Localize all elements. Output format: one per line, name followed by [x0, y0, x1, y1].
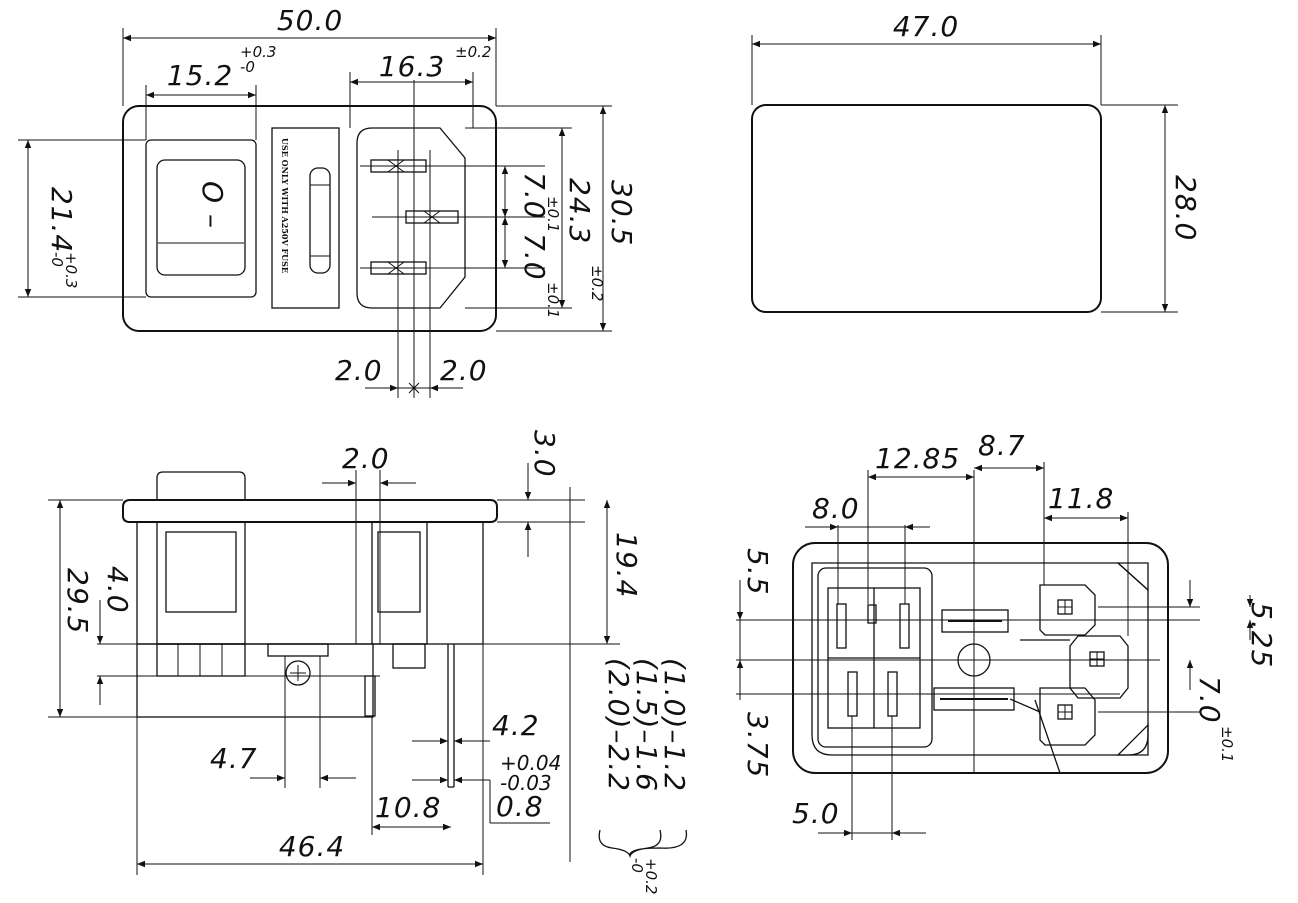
inlet-terminal-earth	[1069, 635, 1129, 699]
fuse-label: USE ONLY WITH A250V FUSE	[280, 138, 290, 273]
tol-inlet: ±0.2	[455, 43, 491, 61]
dim-rear-b: 8.7	[978, 429, 1026, 462]
front-view: O – USE ONLY WITH A250V FUSE 50.0 15.2 +…	[18, 4, 638, 398]
dim-rear-a: 12.85	[875, 442, 960, 475]
screw-tab	[267, 643, 329, 657]
side-view: 2.0 3.0 19.4 29.5 4.0 4.7 4.2 +0.04 -0.0…	[48, 430, 691, 894]
dim-terminal-offset: 10.8	[375, 791, 441, 824]
dim-clip-height: 4.0	[101, 566, 134, 614]
dim-inlet-height: 24.3	[563, 178, 596, 244]
dim-rear-i: 5.0	[792, 797, 840, 830]
dim-pin-spacing-upper: 7.0	[518, 172, 551, 220]
dim-pin-spacing-lower: 7.0	[518, 233, 551, 281]
tol-minus: -0	[240, 58, 255, 76]
switch-pin	[836, 603, 847, 649]
screw-icon	[285, 660, 311, 686]
dim-tab-width: 4.7	[210, 742, 258, 775]
rear-view: 12.85 8.7 8.0 11.8 5.5 3.75 5.25 7.0 ±0.…	[736, 429, 1278, 840]
panel-range-1: (1.0)–1.2	[658, 658, 691, 792]
tol-minus: -0	[48, 252, 66, 267]
dim-overall-height: 30.5	[605, 180, 638, 246]
inlet-terminal-top	[1039, 584, 1096, 636]
dim-switch-width: 15.2	[167, 59, 233, 92]
dim-pin-offset-right: 2.0	[440, 354, 488, 387]
panel-cutout-outline	[751, 104, 1102, 313]
switch-bezel	[145, 139, 257, 298]
dim-rear-c: 8.0	[812, 492, 860, 525]
inlet-terminal-bottom	[1039, 687, 1096, 746]
side-lower-body	[136, 643, 374, 718]
rear-corner	[1116, 562, 1149, 592]
dim-terminal-width: 4.2	[492, 709, 540, 742]
brace-icon	[598, 829, 688, 859]
panel-range-2: (1.5)–1.6	[630, 658, 663, 792]
rear-outline	[792, 542, 1169, 774]
dim-pin-offset-left: 2.0	[335, 354, 383, 387]
terminal-block	[392, 643, 426, 669]
tol-plus: +0.3	[240, 43, 276, 61]
switch-body	[156, 521, 246, 645]
tol-panel-minus: -0	[628, 858, 646, 873]
switch-pin-center	[867, 604, 877, 624]
rocker-switch	[156, 159, 246, 276]
dim-cutout-height: 28.0	[1169, 175, 1202, 241]
front-flange-outline	[122, 105, 497, 332]
dim-rear-g: 7.0	[1193, 676, 1226, 724]
dim-rear-d: 11.8	[1048, 482, 1114, 515]
dim-rear-h: 3.75	[741, 712, 774, 778]
switch-pin	[899, 603, 910, 649]
dim-rear-f: 5.25	[1245, 602, 1278, 668]
tol-terminal-plus: +0.04	[500, 751, 561, 775]
dim-terminal-thickness: 0.8	[496, 790, 544, 823]
rear-corner-lower	[1116, 723, 1149, 756]
panel-range-3: (2.0)–2.2	[602, 658, 635, 792]
dim-inlet-width: 16.3	[379, 50, 445, 83]
dim-rear-e: 5.5	[741, 548, 774, 596]
fuse-drawer	[271, 127, 340, 309]
tol-terminal-minus: -0.03	[500, 771, 552, 795]
switch-symbol: O –	[196, 181, 229, 229]
fuse-clip-top	[941, 609, 1009, 633]
clip-window-left	[165, 531, 237, 613]
side-flange	[122, 499, 498, 523]
tol-plus: +0.3	[62, 252, 80, 288]
tol-pin-upper: ±0.1	[544, 196, 562, 232]
cutout-view: 47.0 28.0	[751, 10, 1202, 313]
side-body	[136, 521, 484, 645]
dim-side-overall-height: 29.5	[61, 568, 94, 634]
tol-rear-g: ±0.1	[1218, 726, 1236, 762]
switch-hump	[156, 471, 246, 500]
dim-switch-height: 21.4	[45, 187, 78, 253]
dim-body-depth: 19.4	[610, 532, 643, 598]
dim-flange-thickness: 3.0	[528, 430, 561, 478]
dim-cutout-width: 47.0	[893, 10, 959, 43]
tol-pin-lower: ±0.1	[544, 282, 562, 318]
dim-flange-offset: 2.0	[342, 442, 390, 475]
tol-panel-plus: +0.2	[642, 858, 660, 894]
dim-overall-width: 50.0	[277, 4, 343, 37]
dim-overall-length: 46.4	[279, 830, 345, 863]
switch-terminals	[156, 643, 246, 677]
iec-inlet-outline	[356, 127, 466, 309]
switch-housing	[817, 567, 933, 748]
fuse-icon	[309, 167, 331, 274]
clip-window-right	[377, 531, 421, 613]
